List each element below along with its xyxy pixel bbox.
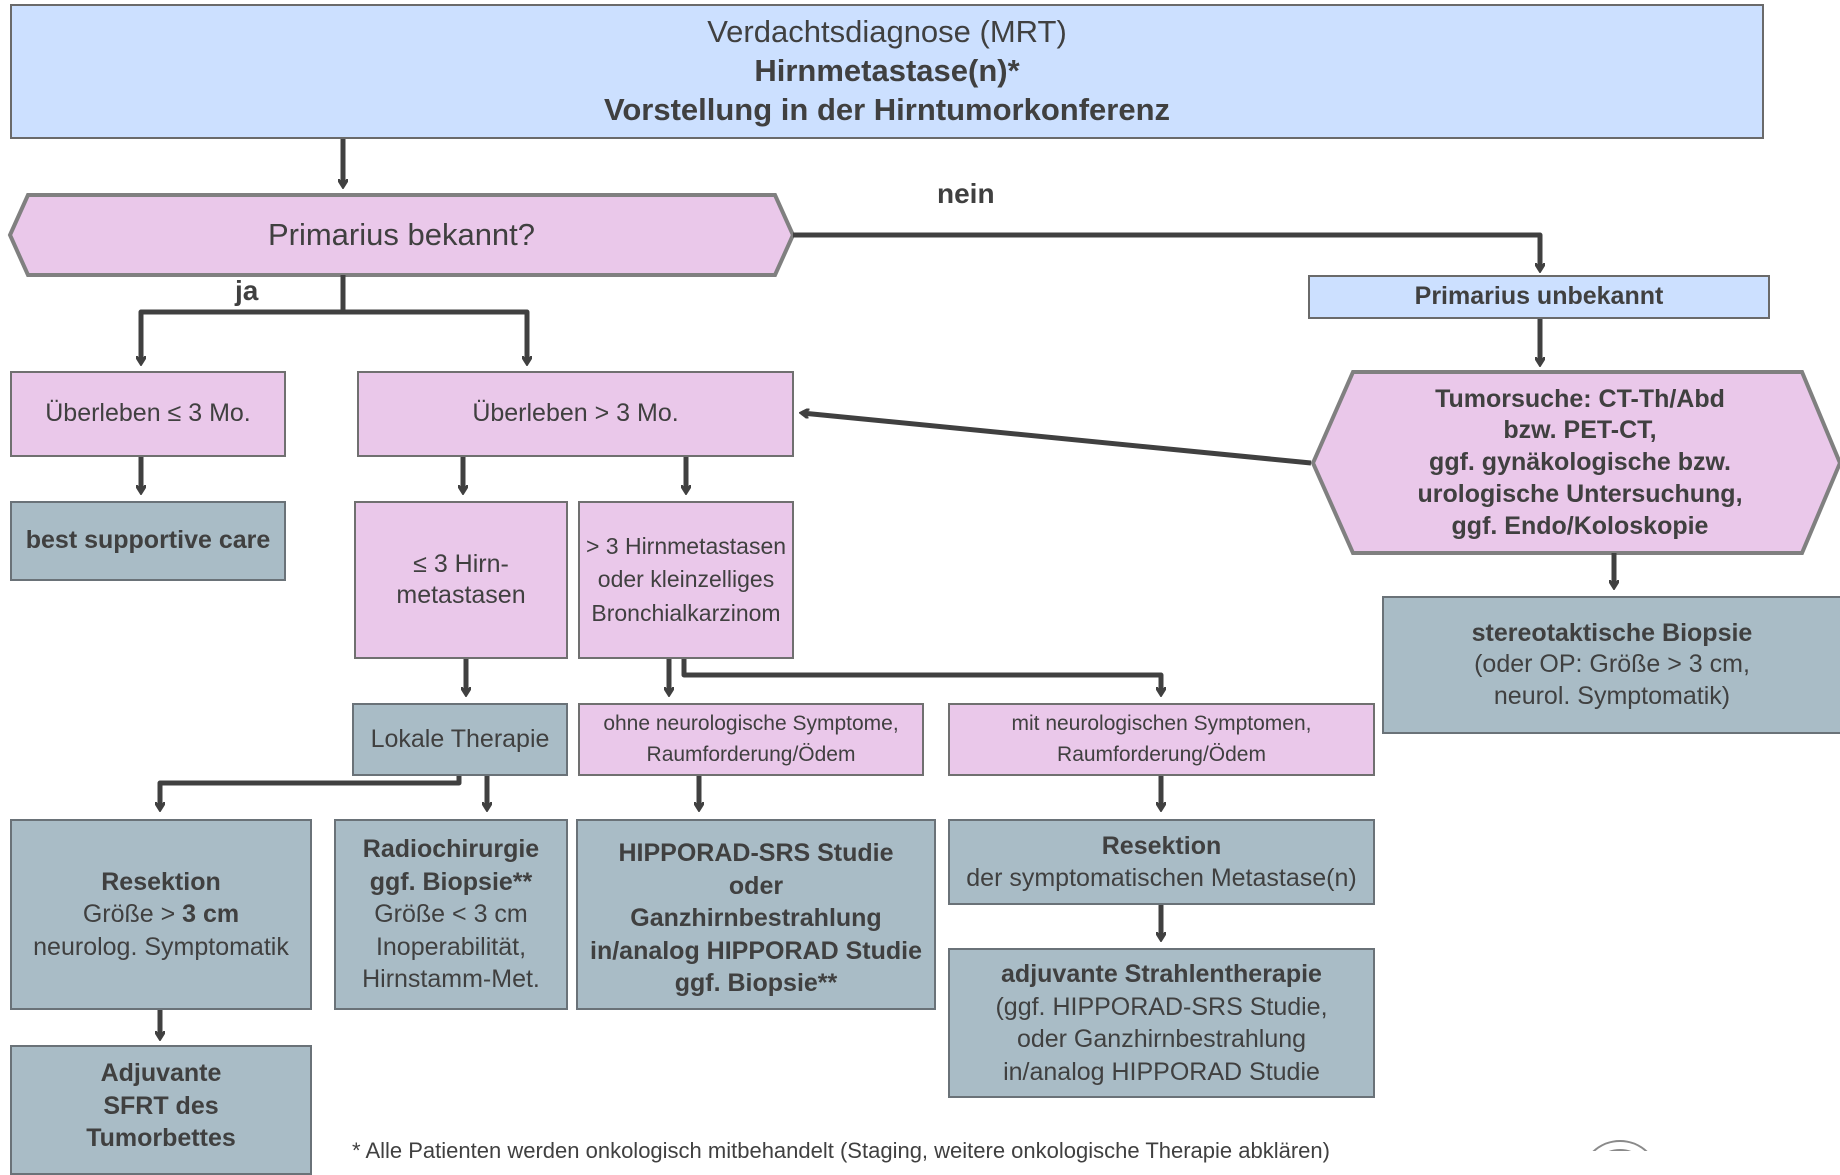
resection2-line2: der symptomatischen Metastase(n) <box>966 864 1357 892</box>
few-line1: ≤ 3 Hirn- <box>413 549 509 578</box>
label-ja: ja <box>235 275 259 306</box>
hipporad-line5: ggf. Biopsie** <box>674 969 838 997</box>
resection-size-label: Größe > <box>82 900 183 929</box>
radio-line4: Inoperabilität, <box>375 932 527 961</box>
best-supportive-care-box: best supportive care <box>10 501 286 581</box>
adjuvant-line4: in/analog HIPPORAD Studie <box>1003 1057 1320 1086</box>
survival-short-text: Überleben ≤ 3 Mo. <box>45 399 251 428</box>
tumorsuche-line: ggf. Endo/Koloskopie <box>1451 511 1709 540</box>
decision-question-text: Primarius bekannt? <box>267 216 536 252</box>
many-line2: oder kleinzelliges <box>597 566 775 593</box>
arrow-nein <box>793 232 1540 270</box>
radio-line5: Hirnstamm-Met. <box>362 965 540 994</box>
few-metastases-box: ≤ 3 Hirn- metastasen <box>354 501 568 659</box>
decision-question: Primarius bekannt? <box>28 197 775 273</box>
label-nein: nein <box>937 178 995 209</box>
tumorsuche-line: bzw. PET-CT, <box>1503 416 1657 445</box>
biopsy-title: stereotaktische Biopsie <box>1471 619 1753 648</box>
flowchart-connectors <box>7 139 1840 1151</box>
radio-line3: Größe < 3 cm <box>374 900 528 929</box>
with-line2: Raumforderung/Ödem <box>1057 742 1266 766</box>
resection-symptomatic-box: Resektion der symptomatischen Metastase(… <box>948 819 1375 905</box>
top-line1: Verdachtsdiagnose (MRT) <box>707 14 1067 50</box>
bsc-text: best supportive care <box>25 526 271 555</box>
resection-box: Resektion Größe > 3 cm neurolog. Symptom… <box>10 819 312 1010</box>
without-line1: ohne neurologische Symptome, <box>603 712 899 736</box>
radiosurgery-box: Radiochirurgie ggf. Biopsie** Größe < 3 … <box>334 819 568 1010</box>
without-line2: Raumforderung/Ödem <box>646 742 856 766</box>
few-line2: metastasen <box>396 581 526 609</box>
without-symptoms-box: ohne neurologische Symptome, Raumforderu… <box>578 703 924 776</box>
primarius-unbekannt-box: Primarius unbekannt <box>1308 275 1770 319</box>
tumorsuche-shape <box>1310 370 1840 555</box>
university-seal-icon <box>1592 1140 1648 1151</box>
survival-short-box: Überleben ≤ 3 Mo. <box>10 371 286 457</box>
hipporad-box: HIPPORAD-SRS Studie oder Ganzhirnbestrah… <box>576 819 936 1010</box>
adjuvant-line2: (ggf. HIPPORAD-SRS Studie, <box>995 992 1328 1021</box>
sfrt-line3: Tumorbettes <box>86 1124 236 1152</box>
tumorsuche-line: urologische Untersuchung, <box>1417 479 1743 508</box>
biopsy-line3: neurol. Symptomatik) <box>1493 681 1731 710</box>
suspected-diagnosis-box: Verdachtsdiagnose (MRT) Hirnmetastase(n)… <box>10 4 1764 139</box>
resection-line2: Größe > 3 cm <box>83 898 239 931</box>
survival-long-box: Überleben > 3 Mo. <box>357 371 794 457</box>
biopsy-line2: (oder OP: Größe > 3 cm, <box>1474 650 1750 679</box>
hipporad-line4: in/analog HIPPORAD Studie <box>590 936 922 965</box>
top-line2: Hirnmetastase(n)* <box>754 53 1020 89</box>
resection-size-value: 3 cm <box>182 900 240 929</box>
local-therapy-text: Lokale Therapie <box>370 724 550 753</box>
sfrt-line1: Adjuvante <box>100 1059 222 1087</box>
arrow-lokal-resektion <box>160 776 462 809</box>
resection-line3: neurolog. Symptomatik <box>33 932 289 961</box>
primarius-unbekannt-text: Primarius unbekannt <box>1414 282 1664 311</box>
with-line1: mit neurologischen Symptomen, <box>1011 712 1312 736</box>
many-line1: > 3 Hirnmetastasen <box>585 532 787 559</box>
adjuvant-line1: adjuvante Strahlentherapie <box>1001 960 1322 988</box>
radio-line2: ggf. Biopsie** <box>369 867 533 896</box>
radio-line1: Radiochirurgie <box>362 835 540 864</box>
tumorsuche-line: ggf. gynäkologische bzw. <box>1429 448 1731 477</box>
adjuvant-radiotherapy-box: adjuvante Strahlentherapie (ggf. HIPPORA… <box>948 948 1375 1098</box>
hipporad-line2: oder <box>728 871 784 900</box>
local-therapy-box: Lokale Therapie <box>352 703 568 776</box>
adjuvant-line3: oder Ganzhirnbestrahlung <box>1016 1025 1307 1053</box>
many-line3: Bronchialkarzinom <box>591 599 781 626</box>
resection2-title: Resektion <box>1101 831 1222 860</box>
resection-title: Resektion <box>101 867 221 896</box>
hipporad-line3: Ganzhirnbestrahlung <box>630 904 882 932</box>
arrow-ja-split <box>138 309 527 363</box>
survival-long-text: Überleben > 3 Mo. <box>472 399 679 428</box>
with-symptoms-box: mit neurologischen Symptomen, Raumforder… <box>948 703 1375 776</box>
tumorsuche-line: Tumorsuche: CT-Th/Abd <box>1435 384 1725 413</box>
adjuvant-sfrt-box: Adjuvante SFRT des Tumorbettes <box>10 1045 312 1175</box>
stereotactic-biopsy-box: stereotaktische Biopsie (oder OP: Größe … <box>1382 596 1840 734</box>
arrow-suche-ueberleben <box>802 413 1312 466</box>
hipporad-line1: HIPPORAD-SRS Studie <box>618 839 894 867</box>
tumorsuche-text: Tumorsuche: CT-Th/Abd bzw. PET-CT, ggf. … <box>1360 378 1800 548</box>
arrow-many-mit <box>681 659 1161 694</box>
top-line3: Vorstellung in der Hirntumorkonferenz <box>603 91 1171 127</box>
many-metastases-box: > 3 Hirnmetastasen oder kleinzelliges Br… <box>578 501 794 659</box>
footnote: * Alle Patienten werden onkologisch mitb… <box>352 1138 1330 1163</box>
sfrt-line2: SFRT des <box>103 1091 219 1120</box>
